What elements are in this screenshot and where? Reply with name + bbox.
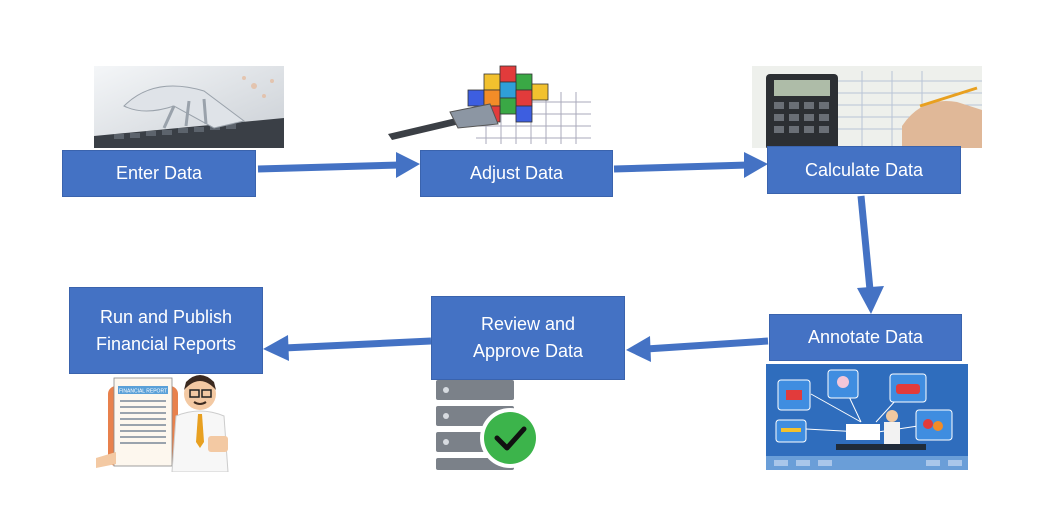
step-annotate-data: Annotate Data [769, 314, 962, 361]
arrow-enter-to-adjust [257, 152, 420, 178]
checkmark-icon [494, 426, 527, 451]
arrow-annotate-to-review [626, 336, 769, 362]
arrow-review-to-publish [263, 335, 432, 361]
step-annotate-data-label: Annotate Data [807, 327, 924, 347]
financial-report-illustration: FINANCIAL REPORT [96, 375, 229, 472]
report-title-text: FINANCIAL REPORT [119, 389, 167, 395]
step-publish-line2: Financial Reports [95, 333, 237, 354]
cubes-adjust-illustration [388, 65, 591, 144]
step-review-line1: Review and [480, 314, 576, 334]
step-publish-line1: Run and Publish [99, 306, 233, 327]
step-calculate-data: Calculate Data [767, 146, 961, 194]
calculator-illustration [752, 66, 982, 148]
check-circle-icon [484, 412, 536, 464]
step-run-publish-reports: Run and Publish Financial Reports [69, 287, 263, 374]
step-enter-data: Enter Data [62, 150, 256, 197]
step-calculate-data-label: Calculate Data [804, 159, 924, 180]
step-review-line2: Approve Data [472, 341, 584, 361]
data-annotation-illustration [766, 364, 968, 470]
step-adjust-data-label: Adjust Data [469, 163, 564, 183]
server-approve-illustration [436, 380, 540, 470]
step-adjust-data: Adjust Data [420, 150, 613, 197]
keyboard-typing-illustration [94, 66, 284, 148]
step-review-approve-data: Review and Approve Data [431, 296, 625, 380]
arrow-calculate-to-annotate [857, 195, 884, 314]
step-enter-data-label: Enter Data [115, 163, 203, 183]
arrow-adjust-to-calculate [613, 152, 768, 178]
